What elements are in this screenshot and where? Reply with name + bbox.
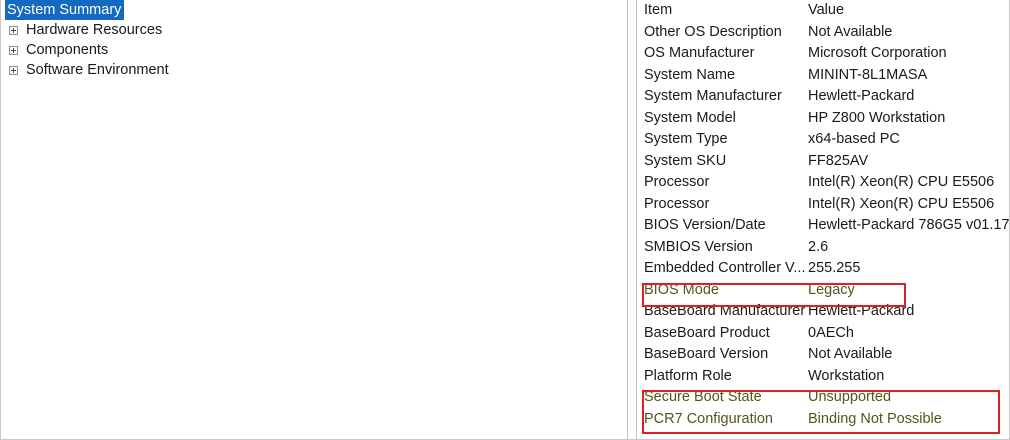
grid-row[interactable]: SMBIOS Version 2.6 xyxy=(638,237,1009,259)
pane-splitter[interactable] xyxy=(627,0,637,439)
grid-row[interactable]: Processor Intel(R) Xeon(R) CPU E5506 xyxy=(638,194,1009,216)
tree-item-label: Components xyxy=(26,42,109,58)
grid-row[interactable]: Embedded Controller V...255.255 xyxy=(638,258,1009,280)
grid-row[interactable]: Secure Boot State Unsupported xyxy=(638,387,1009,409)
grid-row[interactable]: System SKU FF825AV xyxy=(638,151,1009,173)
grid-row[interactable]: Other OS Description Not Available xyxy=(638,22,1009,44)
grid-row[interactable]: BaseBoard Product 0AECh xyxy=(638,323,1009,345)
cell-value: Microsoft Corporation xyxy=(808,45,947,61)
grid-row[interactable]: BaseBoard Version Not Available xyxy=(638,344,1009,366)
cell-item: Processor xyxy=(644,195,710,212)
cell-value: Hewlett-Packard xyxy=(808,88,915,104)
cell-value: 2.6 xyxy=(808,238,829,255)
expand-plus-icon[interactable] xyxy=(9,65,18,75)
cell-item: System SKU xyxy=(644,152,727,169)
cell-item: PCR7 Configuration xyxy=(644,410,773,427)
cell-value: Intel(R) Xeon(R) CPU E5506 xyxy=(808,195,995,212)
grid-row[interactable]: System Type x64-based PC xyxy=(638,129,1009,151)
cell-value: 255.255 xyxy=(808,260,861,276)
cell-item: Embedded Controller V... xyxy=(644,260,806,276)
grid-row[interactable]: OS Manufacturer Microsoft Corporation xyxy=(638,43,1009,65)
cell-item: OS Manufacturer xyxy=(644,45,755,61)
cell-item: System Model xyxy=(644,109,736,126)
tree-item-system-summary[interactable]: System Summary xyxy=(1,0,627,20)
cell-item: System Type xyxy=(644,131,728,147)
tree-item-label: Software Environment xyxy=(26,62,169,78)
grid-row[interactable]: Platform Role Workstation xyxy=(638,366,1009,388)
cell-value: MININT-8L1MASA xyxy=(808,66,928,83)
expand-plus-icon[interactable] xyxy=(9,25,18,35)
tree-item-label: System Summary xyxy=(5,0,125,20)
tree-item-components[interactable]: Components xyxy=(1,40,627,60)
cell-value: Workstation xyxy=(808,367,885,384)
cell-value: Binding Not Possible xyxy=(808,410,942,427)
cell-item: SMBIOS Version xyxy=(644,238,753,255)
cell-item: BaseBoard Version xyxy=(644,346,769,362)
grid-row[interactable]: System Manufacturer Hewlett-Packard xyxy=(638,86,1009,108)
cell-item: BaseBoard Manufacturer xyxy=(644,303,806,319)
grid-row[interactable]: System Name MININT-8L1MASA xyxy=(638,65,1009,87)
cell-value: Legacy xyxy=(808,281,855,298)
cell-item: Secure Boot State xyxy=(644,389,762,405)
grid-row[interactable]: BIOS Mode Legacy xyxy=(638,280,1009,302)
tree-item-label: Hardware Resources xyxy=(26,22,163,38)
cell-item: Processor xyxy=(644,174,710,190)
grid-header-row[interactable]: Item Value xyxy=(638,0,1009,22)
cell-item: System Name xyxy=(644,66,736,83)
grid-row[interactable]: BIOS Version/Date Hewlett-Packard 786G5 v… xyxy=(638,215,1010,237)
cell-value: Unsupported xyxy=(808,389,892,405)
cell-value: Not Available xyxy=(808,346,893,362)
cell-value: FF825AV xyxy=(808,152,869,169)
cell-value: Hewlett-Packard 786G5 v01.17, 8/ xyxy=(808,217,1010,233)
cell-item: BIOS Mode xyxy=(644,281,719,298)
column-header-value[interactable]: Value xyxy=(808,2,845,18)
cell-value: Intel(R) Xeon(R) CPU E5506 xyxy=(808,174,995,190)
cell-item: BIOS Version/Date xyxy=(644,217,766,233)
grid-row[interactable]: Processor Intel(R) Xeon(R) CPU E5506 xyxy=(638,172,1009,194)
column-header-item[interactable]: Item xyxy=(644,2,673,18)
cell-value: x64-based PC xyxy=(808,131,900,147)
cell-value: HP Z800 Workstation xyxy=(808,109,946,126)
cell-item: Other OS Description xyxy=(644,23,782,40)
grid-row[interactable]: PCR7 Configuration Binding Not Possible xyxy=(638,409,1009,431)
cell-value: Hewlett-Packard xyxy=(808,303,915,319)
grid-row[interactable]: System Model HP Z800 Workstation xyxy=(638,108,1009,130)
cell-item: Platform Role xyxy=(644,367,732,384)
expand-plus-icon[interactable] xyxy=(9,45,18,55)
tree-item-software-environment[interactable]: Software Environment xyxy=(1,60,627,80)
cell-value: Not Available xyxy=(808,23,893,40)
cell-item: BaseBoard Product xyxy=(644,324,770,341)
cell-value: 0AECh xyxy=(808,324,854,341)
tree-item-hardware-resources[interactable]: Hardware Resources xyxy=(1,20,627,40)
cell-item: System Manufacturer xyxy=(644,88,782,104)
